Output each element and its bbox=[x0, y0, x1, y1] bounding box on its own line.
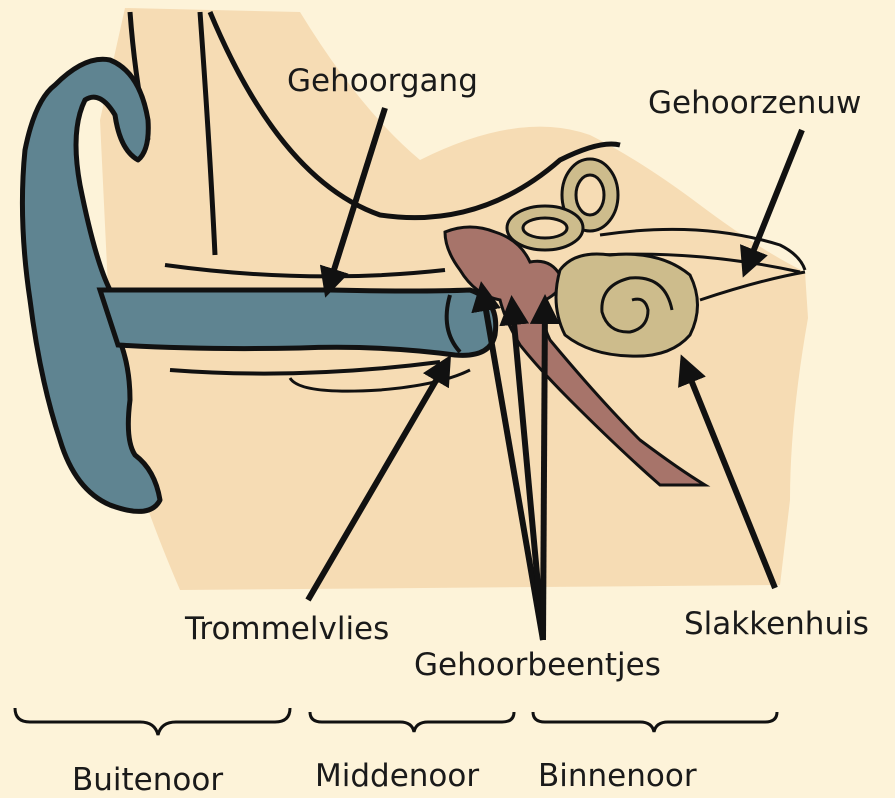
semicircular-canal-inner bbox=[523, 218, 567, 238]
section-label-buitenoor: Buitenoor bbox=[72, 765, 223, 796]
brace-buitenoor bbox=[15, 708, 290, 735]
brace-middenoor bbox=[310, 712, 514, 732]
brace-binnenoor bbox=[533, 712, 777, 732]
semicircular-canal-inner bbox=[576, 175, 604, 215]
label-slakkenhuis: Slakkenhuis bbox=[684, 609, 869, 640]
arrow-gehoorbeentjes-3 bbox=[543, 300, 545, 640]
section-label-middenoor: Middenoor bbox=[315, 761, 479, 792]
arrow-gehoorzenuw bbox=[745, 130, 802, 272]
ear-canal bbox=[100, 290, 496, 355]
cochlea bbox=[556, 254, 698, 356]
section-label-binnenoor: Binnenoor bbox=[538, 761, 697, 792]
label-gehoorgang: Gehoorgang bbox=[287, 66, 478, 97]
label-trommelvlies: Trommelvlies bbox=[185, 614, 389, 645]
label-gehoorzenuw: Gehoorzenuw bbox=[648, 88, 861, 119]
label-gehoorbeentjes: Gehoorbeentjes bbox=[414, 650, 661, 681]
